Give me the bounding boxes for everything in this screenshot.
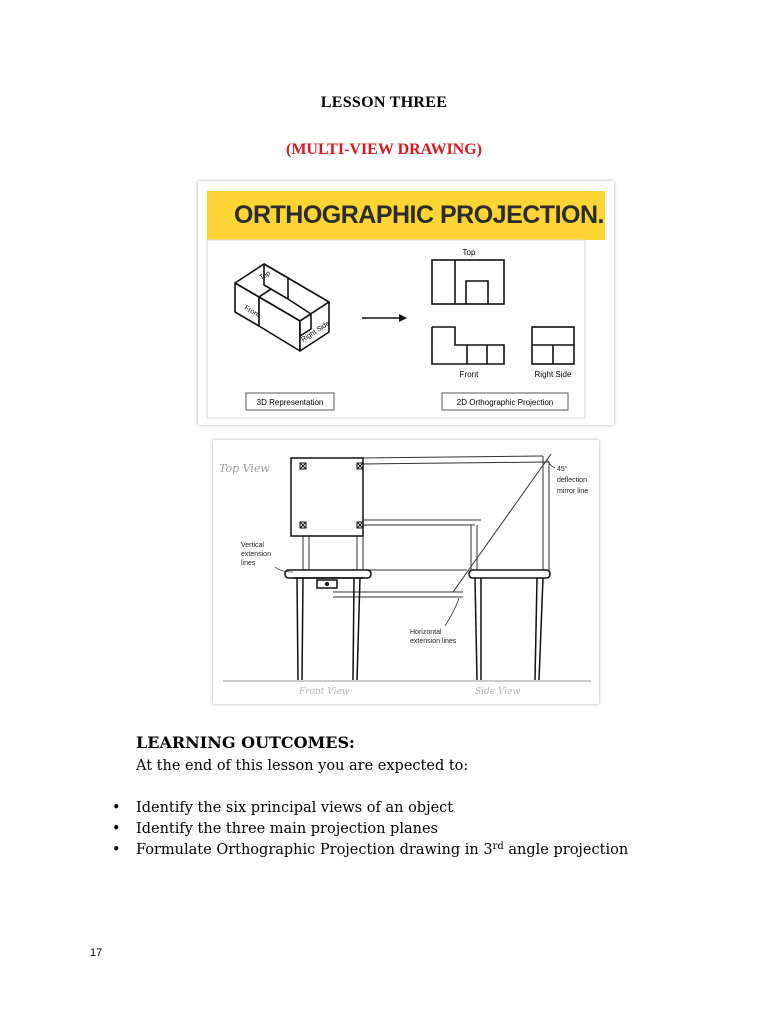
vertical-ext-line3: lines: [241, 560, 256, 567]
caption-3d-representation: 3D Representation: [257, 398, 324, 407]
learning-outcomes-heading: LEARNING OUTCOMES:: [136, 733, 355, 752]
top-view-caption: Top View: [219, 462, 270, 475]
list-item: • Identify the three main projection pla…: [112, 819, 628, 840]
table-top-view: [290, 457, 364, 537]
list-item: • Identify the six principal views of an…: [112, 798, 628, 819]
deflection-line1: 45°: [557, 465, 568, 473]
iso-top-label: Top: [259, 270, 272, 282]
projection-diagram: Top Front Right Side Top Front Right Sid…: [206, 239, 586, 419]
bullet-icon: •: [112, 842, 121, 858]
arrow-icon: [362, 314, 407, 322]
right-view-label: Right Side: [535, 370, 572, 379]
list-item: • Formulate Orthographic Projection draw…: [112, 840, 628, 861]
horizontal-ext-line1: Horizontal: [410, 629, 442, 636]
learning-outcomes-intro: At the end of this lesson you are expect…: [136, 758, 469, 774]
table-front-view: [284, 569, 372, 681]
outcome-text-before: Formulate Orthographic Projection drawin…: [136, 842, 493, 858]
top-view-drawing: [431, 259, 505, 305]
deflection-line3: mirror line: [557, 488, 588, 495]
learning-outcomes-list: • Identify the six principal views of an…: [112, 798, 628, 861]
table-multiview-figure: Top View: [213, 440, 599, 704]
page-number: 17: [90, 947, 103, 959]
isometric-block: [234, 263, 330, 352]
orthographic-projection-figure: ORTHOGRAPHIC PROJECTION. Top Front Right…: [198, 181, 614, 425]
vertical-ext-line2: extension: [241, 551, 271, 558]
lesson-subtitle: (MULTI-VIEW DRAWING): [285, 141, 483, 158]
ordinal-superscript: rd: [492, 841, 504, 852]
right-view-drawing: [531, 326, 575, 365]
front-view-label: Front: [460, 370, 479, 379]
bullet-icon: •: [112, 821, 121, 837]
leg-markers: [299, 462, 364, 529]
lesson-title: LESSON THREE: [320, 94, 448, 111]
front-view-drawing: [431, 326, 505, 365]
side-view-caption: Side View: [475, 687, 521, 697]
deflection-line2: deflection: [557, 477, 587, 484]
figure-banner: ORTHOGRAPHIC PROJECTION.: [207, 191, 605, 240]
banner-title: ORTHOGRAPHIC PROJECTION.: [234, 201, 604, 229]
outcome-text: Identify the three main projection plane…: [136, 821, 438, 837]
outcome-text: Identify the six principal views of an o…: [136, 800, 454, 816]
horizontal-ext-line2: extension lines: [410, 638, 457, 645]
top-view-label: Top: [463, 248, 476, 257]
outcome-text-after: angle projection: [503, 842, 629, 858]
caption-2d-projection: 2D Orthographic Projection: [457, 398, 554, 407]
bullet-icon: •: [112, 800, 121, 816]
table-side-view: [468, 569, 551, 681]
vertical-ext-line1: Vertical: [241, 542, 264, 549]
table-diagram: Top View: [219, 453, 591, 697]
front-view-caption: Front View: [298, 687, 350, 697]
